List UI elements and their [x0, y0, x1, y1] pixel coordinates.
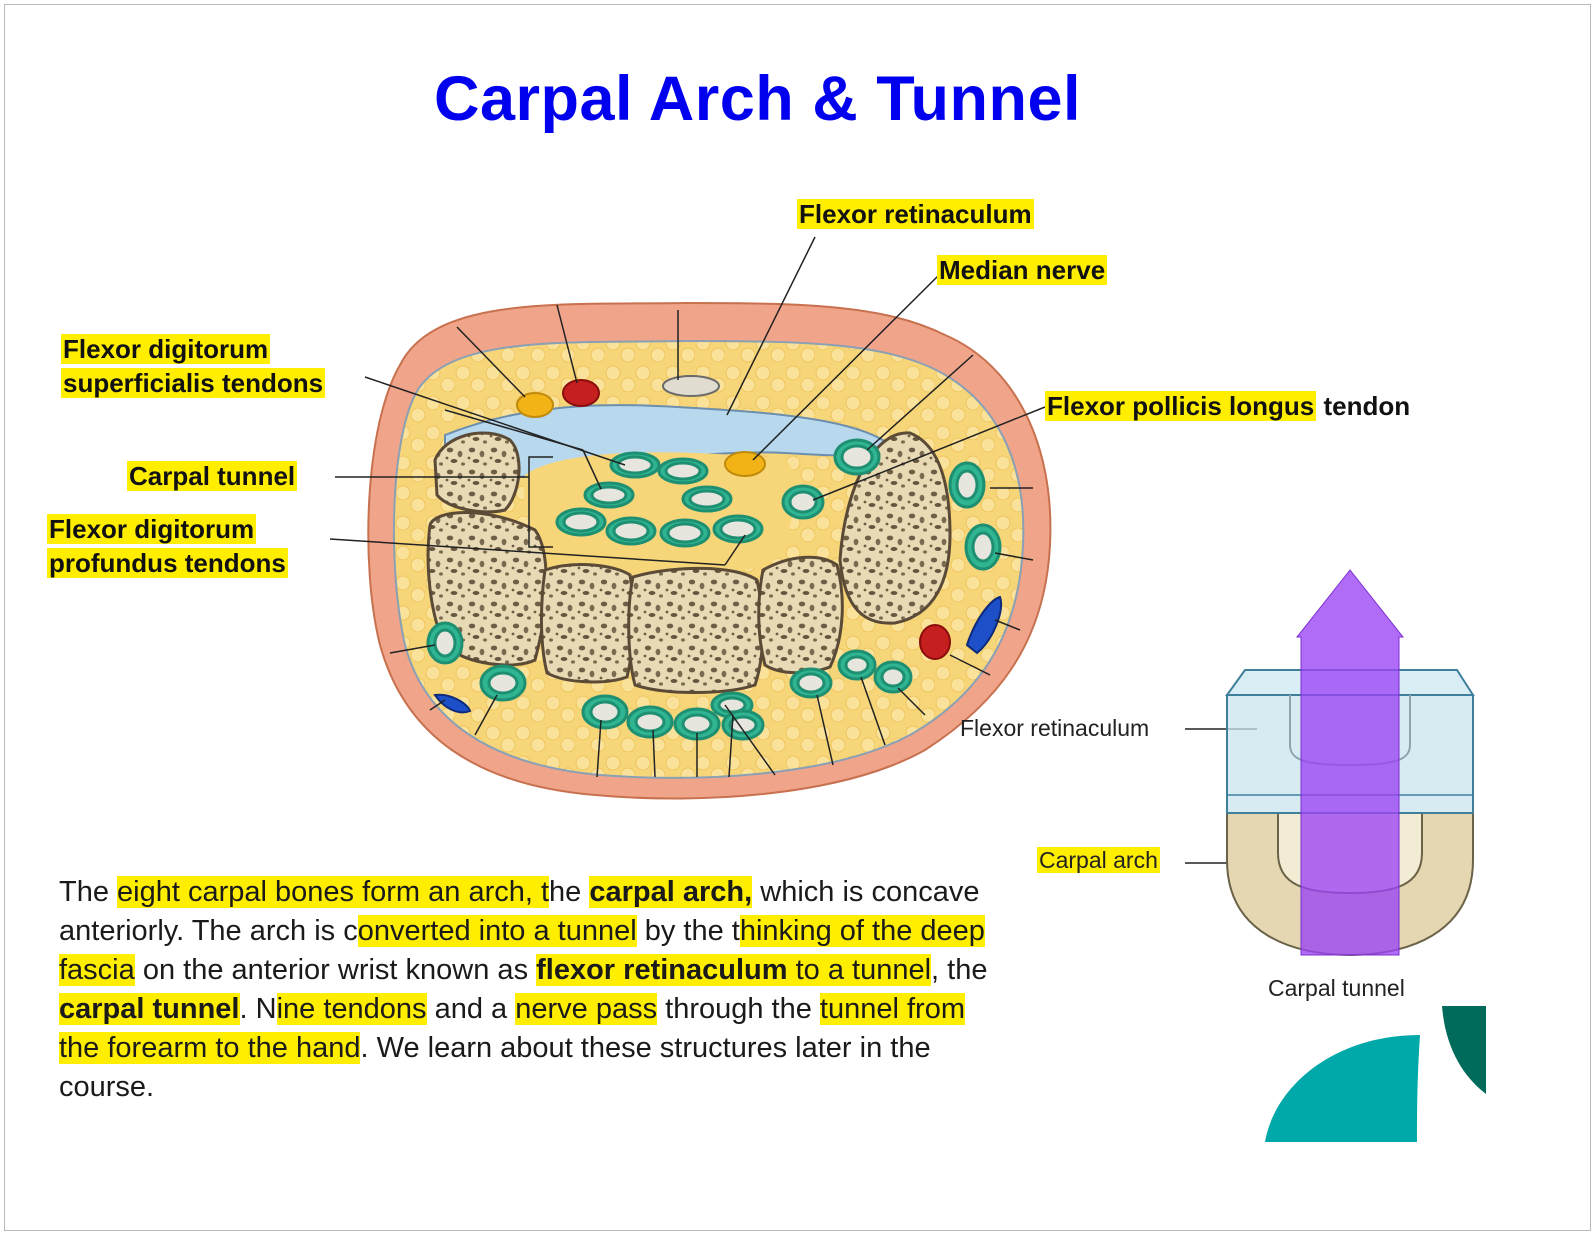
leader-lines: [329, 236, 1257, 864]
basilic-vein: [433, 693, 472, 714]
label-flexor-retinaculum: Flexor retinaculum: [797, 199, 1034, 229]
passage-arrow-icon: [1295, 569, 1405, 956]
tunnel-tendons: [555, 438, 881, 548]
slide-title: Carpal Arch & Tunnel: [433, 64, 1082, 134]
ulnar-artery: [562, 379, 600, 407]
slide: Carpal Arch & Tunnel: [4, 4, 1591, 1231]
radial-artery: [919, 624, 951, 660]
teal-corner-shape: [1265, 1035, 1420, 1142]
bone-hamate: [757, 555, 844, 675]
tunnel-contents: [523, 452, 796, 576]
bone-2: [539, 563, 635, 684]
label-carpal-tunnel: Carpal tunnel: [127, 461, 298, 491]
label-fds-tendons: Flexor digitorum superficialis tendons: [61, 334, 326, 398]
inset-label-carpal-tunnel: Carpal tunnel: [1268, 975, 1405, 1001]
label-fdp-tendons: Flexor digitorum profundus tendons: [47, 514, 288, 578]
ulnar-nerve: [516, 392, 554, 418]
label-fpl-tendon: Flexor pollicis longus tendon: [1045, 391, 1411, 421]
body-paragraph: The eight carpal bones form an arch, the…: [59, 876, 988, 1103]
palmaris-structure: [662, 375, 720, 397]
inset-label-flexor-retinaculum: Flexor retinaculum: [960, 715, 1150, 741]
label-median-nerve: Median nerve: [937, 255, 1108, 285]
carpal-tunnel-model: [1225, 569, 1475, 957]
dark-teal-corner-shape: [1442, 1006, 1486, 1094]
cephalic-vein: [965, 595, 1003, 655]
inset-label-carpal-arch: Carpal arch: [1037, 847, 1160, 873]
bone-scaphoid-hook: [433, 431, 521, 514]
wrist-cross-section-diagram: [329, 236, 1486, 1142]
dorsal-tendons: [426, 461, 1002, 741]
median-nerve: [724, 451, 766, 477]
carpal-tunnel-bracket: [528, 456, 553, 548]
bone-capitate: [627, 566, 765, 694]
